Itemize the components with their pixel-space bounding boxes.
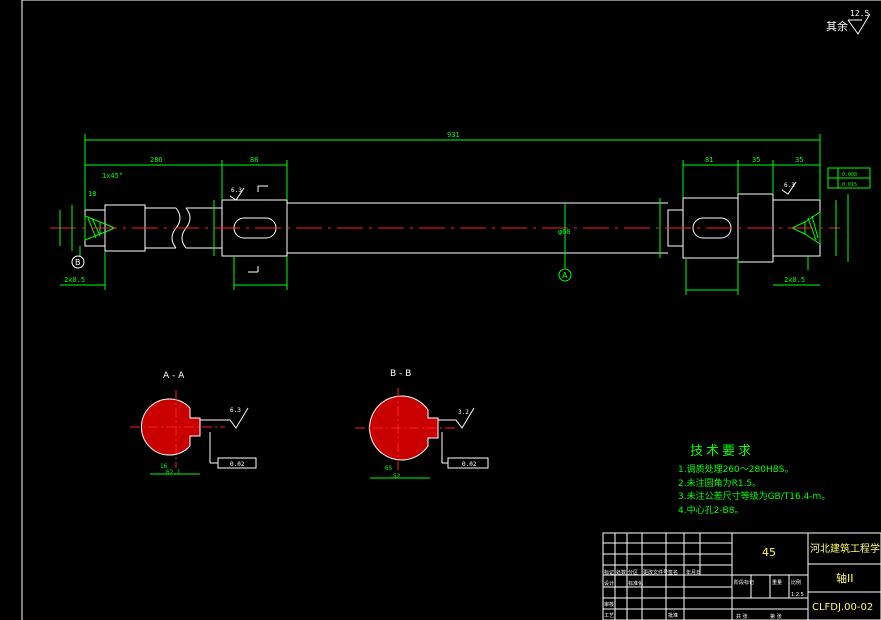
gdt-boxes	[827, 167, 871, 189]
title-block-texts: 45 河北建筑工程学 轴II CLFDJ.00-02 1:2.5 标记 处数 分…	[604, 542, 880, 620]
notes-title: 技术要求	[690, 444, 754, 459]
scale-value: 1:2.5	[791, 592, 804, 598]
datum-a-label: A	[562, 271, 568, 280]
section-aa-tol: 0.02	[230, 461, 245, 468]
tb-label-sign: 签名	[668, 569, 678, 576]
tb-label-change: 更改文件号	[643, 569, 668, 576]
section-bb: B - B 3.2 0.02 65 52	[355, 369, 489, 480]
note-item-3: 3.未注公差尺寸等级为GB/T16.4-m。	[678, 490, 830, 502]
section-aa: A - A 6.3 0.02 16 62.1	[130, 371, 257, 476]
datum-b-label: B	[75, 258, 81, 267]
gdt-value-2: 0.015	[842, 182, 857, 188]
title-block	[602, 532, 881, 620]
note-item-1: 1.调质处理260～280HBS。	[678, 463, 793, 475]
dimension-lines	[59, 134, 849, 295]
dim-right-a: 81	[705, 156, 713, 164]
dim-right-c: 35	[795, 156, 803, 164]
part-name: 轴II	[836, 571, 854, 585]
tb-sheets-total: 共 张	[736, 613, 748, 620]
tb-label-date: 年月日	[686, 569, 701, 576]
section-bb-rough: 3.2	[458, 409, 469, 416]
tb-sheet-no: 第 张	[770, 613, 782, 620]
tb-approve: 批准	[668, 612, 678, 619]
dimension-texts: 931 286 88 81 35 35 1x45° 18 2x0.5 2x0.5…	[64, 131, 805, 284]
section-aa-rough: 6.3	[230, 407, 241, 414]
tb-craft: 工艺	[604, 613, 614, 619]
dim-left-keyway: 88	[250, 156, 258, 164]
section-bb-title: B - B	[390, 369, 411, 379]
section-bb-bottom: 52	[393, 473, 401, 480]
note-item-2: 2.未注圆角为R1.5。	[678, 477, 761, 489]
tb-design: 设计	[604, 580, 614, 587]
tb-label-zone: 分区	[628, 569, 638, 576]
dim-right-bottom: 2x0.5	[784, 276, 805, 284]
roughness-marks: 6.3 6.3	[229, 181, 797, 273]
dim-overall: 931	[447, 131, 460, 139]
dim-diam-main: φ60	[558, 228, 571, 236]
section-aa-dim: 16	[160, 463, 168, 470]
surface-finish-label: 其余	[826, 19, 848, 33]
tb-label-count: 处数	[616, 569, 626, 576]
note-item-4: 4.中心孔2-B8。	[678, 504, 743, 516]
datum-markers: A B	[71, 255, 572, 282]
tb-scale-label: 比例	[791, 579, 801, 586]
dim-left-bottom: 2x0.5	[64, 276, 85, 284]
gdt-value-1: 0.008	[842, 172, 857, 178]
gdt-texts: 0.008 0.015	[842, 172, 857, 188]
section-bb-tol: 0.02	[462, 461, 477, 468]
rough-right: 6.3	[784, 182, 795, 189]
tb-standard: 标准化	[628, 580, 643, 587]
tb-review: 审核	[604, 601, 614, 608]
center-hole-left	[84, 215, 116, 241]
dim-left-small: 18	[88, 190, 96, 198]
dim-right-b: 35	[752, 156, 760, 164]
dim-left-shoulder: 286	[150, 156, 163, 164]
tb-weight: 重量	[772, 579, 782, 586]
section-aa-bottom: 62.1	[166, 469, 181, 476]
tb-stage: 阶段标记	[734, 579, 754, 586]
school-name: 河北建筑工程学	[810, 542, 880, 555]
surface-finish-value: 12.5	[850, 9, 869, 18]
center-hole-right	[791, 211, 821, 245]
section-aa-title: A - A	[163, 371, 185, 381]
surface-finish-symbol: 其余 12.5	[826, 9, 871, 35]
technical-notes: 技术要求 1.调质处理260～280HBS。 2.未注圆角为R1.5。 3.未注…	[678, 444, 830, 516]
dim-chamfer: 1x45°	[102, 172, 123, 180]
drawing-number: CLFDJ.00-02	[812, 602, 873, 613]
tb-label-mark: 标记	[604, 569, 614, 576]
section-bb-dim: 65	[385, 465, 393, 472]
drawing-frame	[21, 0, 881, 620]
material-value: 45	[762, 546, 776, 559]
rough-left: 6.3	[231, 187, 242, 194]
